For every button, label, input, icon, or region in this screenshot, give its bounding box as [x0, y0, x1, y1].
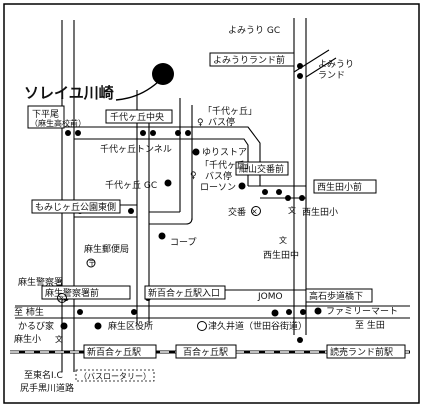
route-marker-icon	[197, 321, 207, 331]
landmark-yomiuri-land-2: ランド	[318, 70, 345, 81]
intersection-chiyogaoka-chuo: 千代ヶ丘中央	[110, 111, 164, 123]
landmark-tunnel: 千代ヶ丘トンネル	[100, 144, 172, 155]
post-office-icon	[86, 258, 96, 268]
venue-dot-icon	[152, 63, 174, 85]
intersection-takaishi: 高石歩道橋下	[309, 290, 363, 302]
lawson-dot	[238, 182, 246, 190]
intersection-hosoyama: 細山交番前	[239, 163, 284, 175]
intersection-nishi-ikuta: 西生田小前	[317, 181, 362, 193]
landmark-koban: 交番	[228, 206, 246, 218]
school-mark-2: 文	[279, 235, 287, 245]
landmark-bus2-line2: バス停	[205, 170, 232, 182]
landmark-nishi-ikuta-chu: 西生田中	[263, 249, 299, 261]
chiyogaoka-gc-dot	[164, 179, 172, 187]
landmark-yuri-store: ゆりストア	[202, 147, 247, 158]
landmark-jomo: JOMO	[257, 292, 283, 302]
ward-office-dot	[94, 322, 102, 330]
bus-stop-icon-2: ♀	[190, 171, 197, 181]
landmark-chiyogaoka-gc: 千代ヶ丘 GC	[105, 180, 157, 191]
landmark-kabaraya: かるび家	[18, 320, 54, 332]
venue-label: ソレイユ川崎	[24, 84, 114, 102]
landmark-yomiuri-land-1: よみうり	[318, 59, 354, 70]
landmark-family-mart: ファミリーマート	[326, 307, 398, 317]
bus-rotary: （バスロータリー）	[79, 372, 151, 381]
landmark-to-ikuta: 至 生田	[355, 319, 385, 331]
to-tomei-ic: 至東名I.C	[24, 369, 63, 381]
intersection-momiji: もみじヶ丘公園東側	[35, 201, 116, 213]
jomo-dot	[271, 309, 279, 317]
landmark-lawson: ローソン	[200, 183, 236, 193]
kabaraya-dot	[60, 322, 68, 330]
station-yomiuri-land: 読売ランド前駅	[330, 346, 393, 358]
landmark-to-kakio: 至 柿生	[14, 306, 44, 318]
landmark-asao-sho: 麻生小	[14, 333, 41, 345]
school-mark-1: 文	[288, 205, 296, 215]
landmark-yomiuri-gc: よみうり GC	[228, 25, 280, 36]
post-mark: 〒	[88, 259, 96, 268]
landmark-bus1-line2: バス停	[208, 116, 235, 128]
bus-rotary-box	[75, 369, 155, 382]
landmark-asao-ward: 麻生区役所	[108, 320, 153, 332]
road-shirate-kurokawa: 尻手黒川道路	[20, 382, 74, 394]
intersection-shimohirao: 下平尾	[32, 109, 59, 120]
landmark-bus1-line1: 「千代ヶ丘」	[203, 106, 257, 117]
landmark-coop: コープ	[170, 237, 196, 248]
landmark-asao-police: 麻生警察署	[18, 276, 63, 288]
landmark-tsukui-road: 津久井道（世田谷街道）	[208, 320, 307, 332]
police-mark: ×	[58, 294, 65, 303]
bus-stop-icon-1: ♀	[197, 118, 204, 128]
intersection-shinyuri-entrance: 新百合ヶ丘駅入口	[148, 287, 220, 299]
landmark-nishi-ikuta-sho: 西生田小	[302, 206, 338, 218]
koban-mark: ×	[251, 207, 258, 216]
coop-dot	[158, 232, 166, 240]
landmark-bus2-line1: 「千代ヶ丘」	[200, 160, 254, 171]
landmark-asao-post: 麻生郵便局	[84, 243, 129, 255]
venue-pointer-line	[115, 81, 159, 101]
station-shin-yurigaoka: 新百合ヶ丘駅	[87, 346, 141, 358]
yuri-store-dot	[192, 148, 200, 156]
police-icon	[57, 293, 67, 303]
school-mark-3: 文	[55, 334, 63, 344]
intersection-yomiuri-front: よみうりランド前	[213, 54, 285, 66]
intersection-asao-koko: （麻生高校前）	[30, 118, 86, 128]
family-mart-dot	[314, 307, 322, 315]
intersection-asao-police-front: 麻生警察署前	[45, 287, 99, 299]
station-yurigaoka: 百合ヶ丘駅	[183, 346, 228, 358]
roads	[15, 18, 410, 372]
intersection-boxes	[27, 52, 406, 359]
koban-icon	[251, 206, 261, 216]
